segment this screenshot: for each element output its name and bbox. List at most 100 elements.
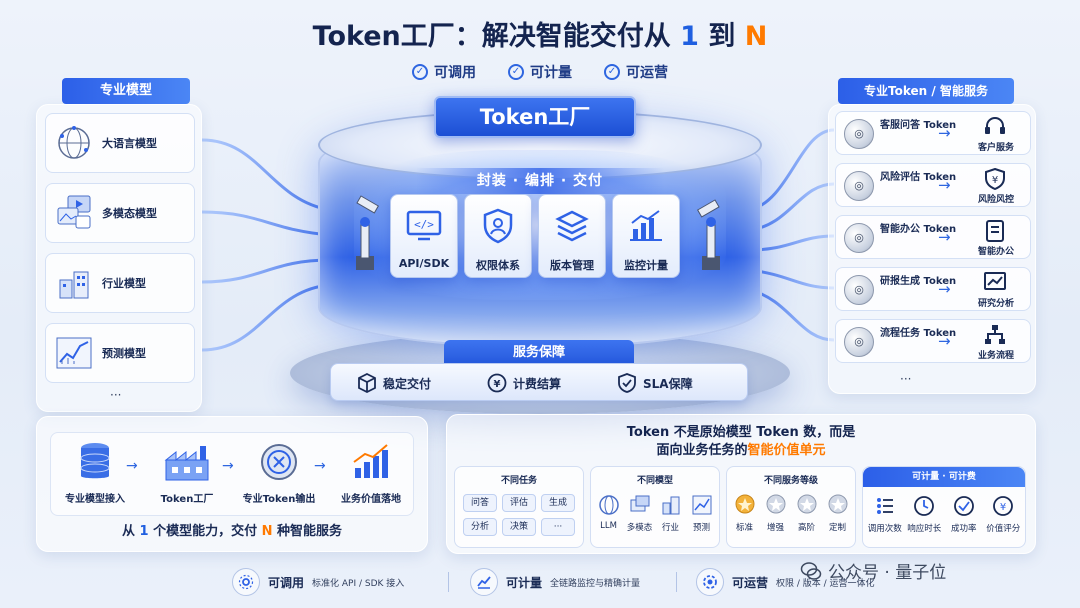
robot-arm-right-icon <box>696 199 720 270</box>
silver-medal-icon <box>828 494 847 514</box>
check-measurable: ✓可计量 <box>508 62 572 82</box>
service-row-customer[interactable]: ◎ 客服问答 Token → 客户服务 <box>835 111 1031 155</box>
service-row-office[interactable]: ◎ 智能办公 Token → 智能办公 <box>835 215 1031 259</box>
service-label: 客户服务 <box>977 143 1014 153</box>
svg-text:¥: ¥ <box>992 175 998 186</box>
check-icon: ✓ <box>412 64 428 80</box>
service-label: 智能办公 <box>977 247 1014 257</box>
models-column: 不同模型 LLM 多模态 行业 预测 <box>590 466 720 548</box>
token-coin-icon: ◎ <box>844 119 874 149</box>
media-stack-icon <box>57 195 91 229</box>
level-standard[interactable]: 标准 <box>729 492 760 533</box>
model-card-forecast[interactable]: 预测模型 <box>45 323 195 383</box>
token-coin-icon: ◎ <box>844 327 874 357</box>
model-label: 大语言模型 <box>102 137 157 150</box>
token-coin-icon: ◎ <box>844 275 874 305</box>
line-chart-icon <box>56 337 92 369</box>
flow-inner <box>50 432 414 516</box>
model-card-multimodal[interactable]: 多模态模型 <box>45 183 195 243</box>
tile-label: 权限体系 <box>476 259 520 272</box>
services-panel: ◎ 客服问答 Token → 客户服务 ◎ 风险评估 Token → ¥ 风险风… <box>828 104 1036 394</box>
factory-subtitle: 封装 · 编排 · 交付 <box>416 168 664 194</box>
metric-value-score[interactable]: ¥价值评分 <box>984 493 1022 534</box>
layers-icon <box>555 210 589 242</box>
svg-text:¥: ¥ <box>1000 502 1006 513</box>
tile-version[interactable]: 版本管理 <box>538 194 606 278</box>
task-chip[interactable]: 生成 <box>541 494 575 512</box>
service-label: 风险风控 <box>977 195 1014 205</box>
task-chip[interactable]: 决策 <box>502 518 536 536</box>
silver-medal-icon <box>766 494 785 514</box>
watermark: 公众号 · 量子位 <box>800 558 946 583</box>
tile-permission[interactable]: 权限体系 <box>464 194 532 278</box>
level-advanced[interactable]: 高阶 <box>791 492 822 533</box>
media-stack-icon <box>630 495 649 512</box>
task-chip[interactable]: 评估 <box>502 494 536 512</box>
flow-step-output: 专业Token输出 <box>236 440 322 505</box>
factory-icon <box>164 446 209 481</box>
service-label: 研究分析 <box>977 299 1014 309</box>
tile-label: 监控计量 <box>624 259 668 272</box>
check-circle-icon <box>953 496 974 516</box>
service-row-research[interactable]: ◎ 研报生成 Token → 研究分析 <box>835 267 1031 311</box>
silver-medal-icon <box>797 494 816 514</box>
tile-api-sdk[interactable]: </> API/SDK <box>390 194 458 278</box>
check-shield-icon <box>618 373 636 393</box>
task-chip[interactable]: 分析 <box>463 518 497 536</box>
svg-text:¥: ¥ <box>494 379 501 390</box>
models-more: ··· <box>110 388 122 402</box>
model-card-llm[interactable]: 大语言模型 <box>45 113 195 173</box>
model-card-industry[interactable]: 行业模型 <box>45 253 195 313</box>
arrow-right-icon: → <box>938 332 951 350</box>
check-operable: ✓可运营 <box>604 62 668 82</box>
arrow-right-icon: → <box>126 458 138 474</box>
flow-step-access: 专业模型接入 <box>52 440 138 505</box>
model-label: 预测模型 <box>102 347 146 360</box>
level-custom[interactable]: 定制 <box>822 492 853 533</box>
check-icon: ✓ <box>508 64 524 80</box>
page-title: Token工厂：解决智能交付从 1 到 N <box>312 21 768 52</box>
task-chip[interactable]: ··· <box>541 518 575 536</box>
coin-icon <box>261 444 297 480</box>
tile-monitoring[interactable]: 监控计量 <box>612 194 680 278</box>
line-chart-icon <box>692 495 711 515</box>
model-type-forecast[interactable]: 预测 <box>686 492 717 533</box>
token-label: 客服问答 Token <box>880 120 957 131</box>
guarantee-sla[interactable]: SLA保障 <box>617 373 693 393</box>
model-type-industry[interactable]: 行业 <box>655 492 686 533</box>
models-panel-title: 专业模型 <box>62 78 190 104</box>
task-chip[interactable]: 问答 <box>463 494 497 512</box>
model-type-llm[interactable]: LLM <box>593 492 624 533</box>
arrow-right-icon: → <box>938 280 951 298</box>
growth-chart-icon <box>353 444 388 478</box>
guarantee-billing[interactable]: ¥ 计费结算 <box>487 373 561 393</box>
model-type-multimodal[interactable]: 多模态 <box>624 492 655 533</box>
tile-label: API/SDK <box>398 257 450 270</box>
token-label: 智能办公 Token <box>880 224 957 235</box>
building-cubes-icon <box>662 496 679 515</box>
yen-circle-icon: ¥ <box>487 373 507 393</box>
yen-circle-icon: ¥ <box>993 496 1014 516</box>
gear-icon <box>238 574 254 590</box>
arrow-right-icon: → <box>314 458 326 474</box>
billing-column: 可计量 · 可计费 调用次数 响应时长 成功率 ¥价值评分 <box>862 466 1026 548</box>
tasks-column: 不同任务 问答 评估 生成 分析 决策 ··· <box>454 466 584 548</box>
model-label: 多模态模型 <box>102 207 157 220</box>
strip-callable: 可调用 标准化 API / SDK 接入 <box>232 568 404 596</box>
token-label: 研报生成 Token <box>880 276 957 287</box>
value-unit-heading: Token 不是原始模型 Token 数，而是 面向业务任务的智能价值单元 <box>626 425 856 458</box>
bar-chart-icon <box>630 210 662 241</box>
level-enhanced[interactable]: 增强 <box>760 492 791 533</box>
service-row-process[interactable]: ◎ 流程任务 Token → 业务流程 <box>835 319 1031 363</box>
service-row-risk[interactable]: ◎ 风险评估 Token → ¥ 风险风控 <box>835 163 1031 207</box>
svg-text:</>: </> <box>414 218 434 231</box>
metric-calls[interactable]: 调用次数 <box>866 493 904 534</box>
metric-latency[interactable]: 响应时长 <box>905 493 943 534</box>
guarantee-stable[interactable]: 稳定交付 <box>357 373 431 393</box>
tile-label: 版本管理 <box>550 259 594 272</box>
calls-list-icon <box>876 498 893 514</box>
robot-arm-left-icon <box>356 195 380 270</box>
flow-footer: 从 1 个模型能力，交付 N 种智能服务 <box>121 524 343 539</box>
metric-success[interactable]: 成功率 <box>945 493 983 534</box>
flow-step-factory: Token工厂 <box>144 440 230 505</box>
